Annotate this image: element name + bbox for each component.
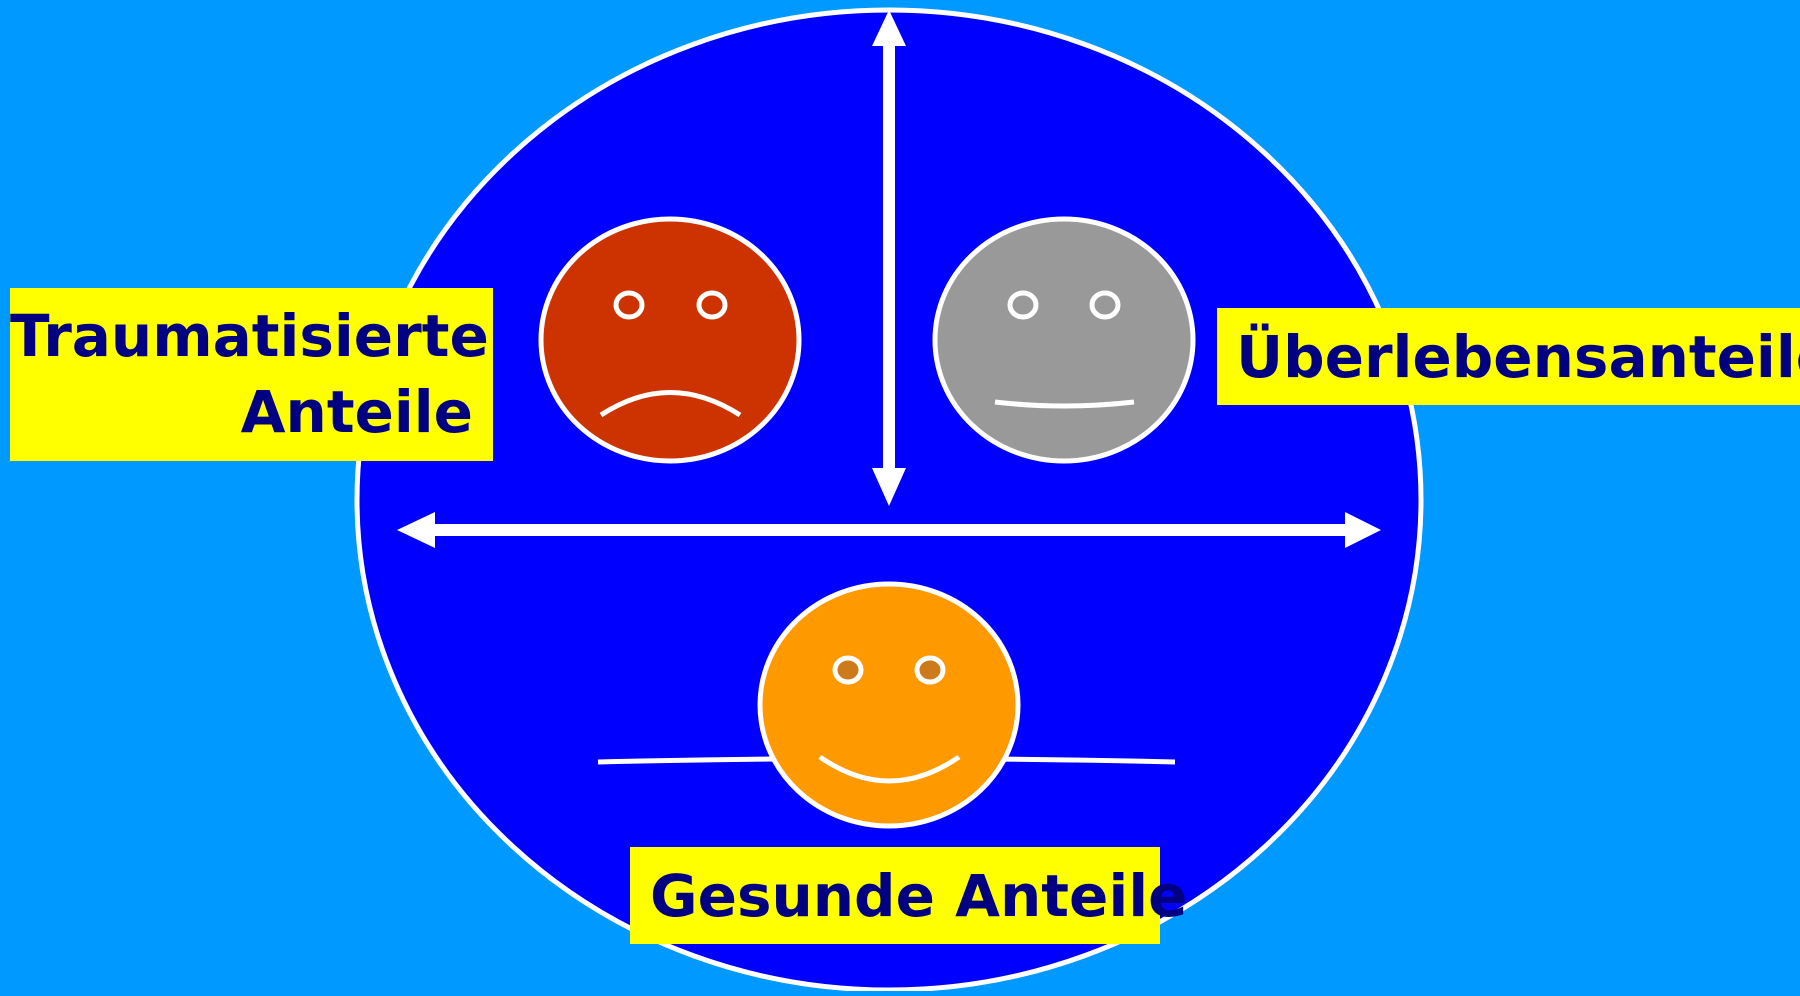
traumatized-label-line1: Traumatisierte [10, 302, 489, 370]
healthy-face [757, 581, 1021, 829]
traumatized-parts-label: Traumatisierte Anteile [10, 288, 493, 461]
eye-icon [696, 290, 728, 320]
traumatized-face [538, 216, 802, 464]
arrowhead-left [397, 512, 435, 548]
vertical-arrow [872, 10, 906, 506]
healthy-parts-label: Gesunde Anteile [630, 847, 1187, 944]
neutral-mouth [994, 399, 1135, 409]
survival-face [932, 216, 1196, 464]
arrowhead-right [1345, 512, 1381, 548]
eye-icon [1089, 290, 1121, 320]
eye-icon [914, 655, 946, 685]
eye-icon [832, 655, 864, 685]
survival-parts-label: Überlebensanteile [1217, 308, 1800, 405]
happy-mouth [818, 754, 961, 784]
horizontal-arrow [397, 512, 1381, 548]
arrowhead-up [872, 10, 906, 46]
eye-icon [613, 290, 645, 320]
eye-icon [1007, 290, 1039, 320]
sad-mouth [599, 390, 742, 418]
arrowhead-down [872, 468, 906, 506]
traumatized-label-line2: Anteile [240, 378, 473, 446]
